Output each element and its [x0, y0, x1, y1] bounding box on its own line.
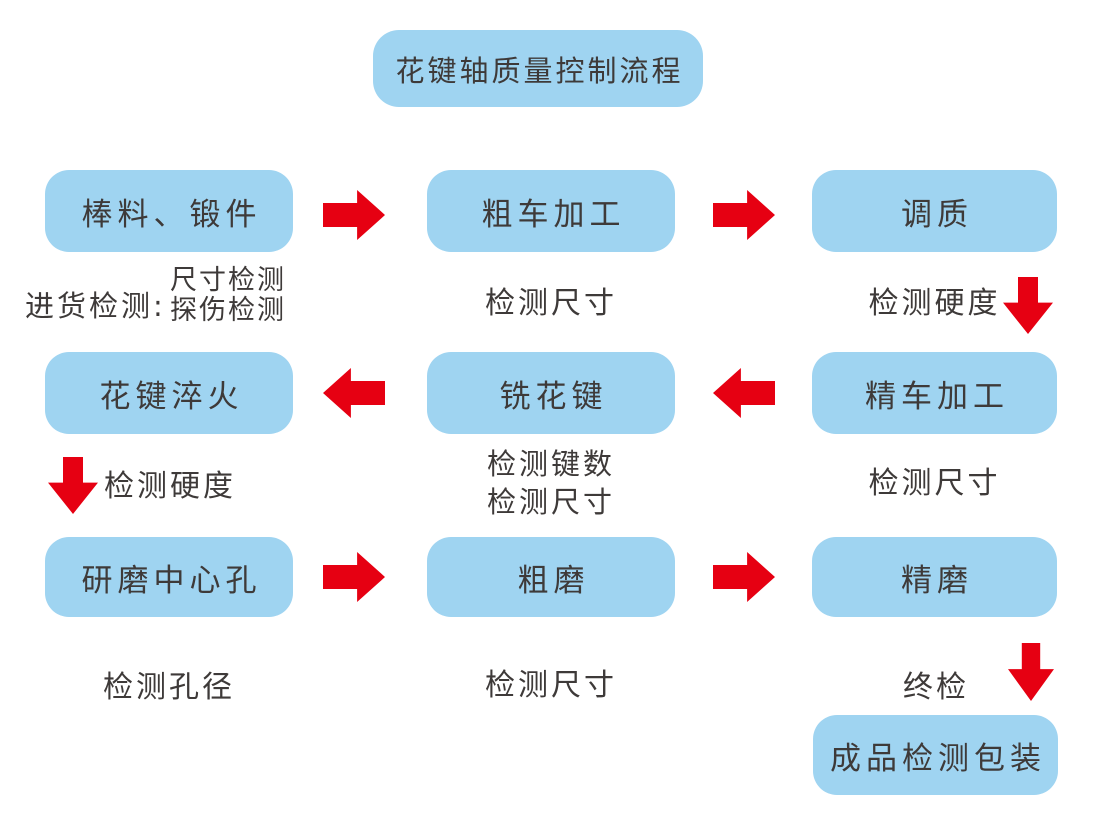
- title-box: 花键轴质量控制流程: [373, 30, 703, 107]
- arrow-left-icon: [713, 368, 775, 418]
- process-box-label: 调质: [901, 196, 973, 233]
- process-box-label: 精磨: [901, 562, 973, 599]
- inspection-label-check-size: 检测尺寸: [485, 668, 617, 703]
- process-box-rough-grinding: 粗磨: [427, 537, 675, 617]
- process-box-label: 粗车加工: [481, 196, 626, 233]
- process-box-label: 精车加工: [865, 378, 1009, 415]
- inspection-label-check-hole-diameter: 检测孔径: [103, 670, 235, 705]
- process-box-label: 铣花键: [499, 378, 608, 415]
- inspection-label-check-size: 检测尺寸: [485, 286, 617, 321]
- inspection-label-check-hardness: 检测硬度: [104, 469, 236, 504]
- process-box-label: 成品检测包装: [830, 740, 1046, 777]
- process-box-label: 花键淬火: [99, 378, 244, 415]
- process-box-label: 粗磨: [517, 562, 590, 599]
- arrow-left-icon: [323, 368, 385, 418]
- process-box-finish-grinding: 精磨: [812, 537, 1057, 617]
- arrow-right-icon: [323, 190, 385, 240]
- process-box-quenching-tempering: 调质: [812, 170, 1057, 252]
- inspection-label-incoming-line1: 尺寸检测: [170, 265, 286, 296]
- process-box-spline-milling: 铣花键: [427, 352, 675, 434]
- arrow-down-icon: [1008, 643, 1054, 701]
- inspection-label-incoming-line2: 探伤检测: [170, 295, 286, 326]
- inspection-label-check-size: 检测尺寸: [868, 466, 1001, 501]
- arrow-down-icon: [48, 457, 98, 514]
- inspection-label-check-key-count: 检测键数: [486, 447, 615, 481]
- arrow-right-icon: [713, 190, 775, 240]
- page-title: 花键轴质量控制流程: [395, 53, 684, 88]
- process-box-center-hole-grinding: 研磨中心孔: [45, 537, 293, 617]
- process-box-raw-material: 棒料、锻件: [45, 170, 293, 252]
- inspection-label-incoming-prefix: 进货检测:: [25, 289, 166, 323]
- process-box-finish-turning: 精车加工: [812, 352, 1057, 434]
- arrow-right-icon: [713, 552, 775, 602]
- process-box-label: 研磨中心孔: [81, 562, 262, 599]
- process-box-spline-quenching: 花键淬火: [45, 352, 293, 434]
- inspection-label-final-check: 终检: [903, 670, 969, 705]
- process-box-rough-turning: 粗车加工: [427, 170, 675, 252]
- process-box-label: 棒料、锻件: [81, 196, 262, 233]
- arrow-right-icon: [323, 552, 385, 602]
- process-box-final-packaging: 成品检测包装: [813, 715, 1058, 795]
- inspection-label-check-hardness: 检测硬度: [868, 286, 1001, 321]
- inspection-label-check-size: 检测尺寸: [486, 485, 615, 519]
